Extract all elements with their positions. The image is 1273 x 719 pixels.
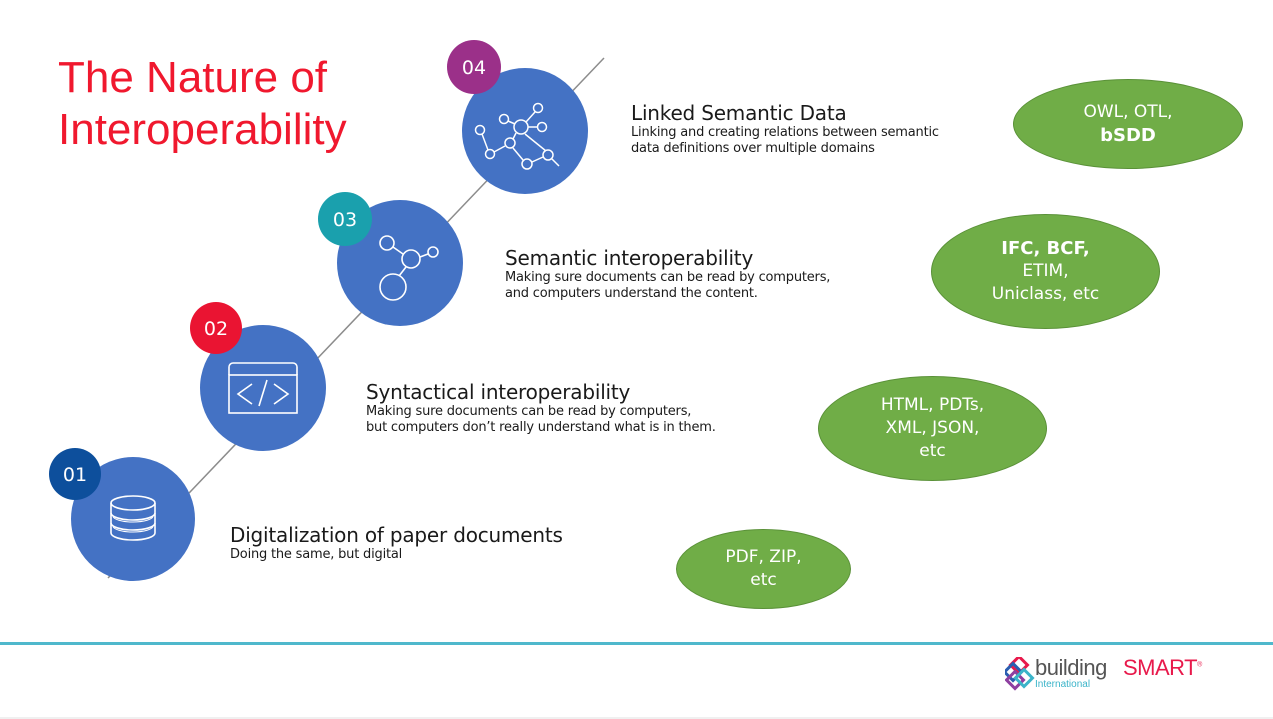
step-03-description-line-1: Making sure documents can be read by com… [505,270,831,285]
step-01-circle [71,457,195,581]
slide-title: The Nature of Interoperability [58,52,347,156]
step-03-badge: 03 [318,192,372,246]
step-04-example-bold-1: bSDD [1100,125,1156,146]
step-02-heading: Syntactical interoperability [366,380,631,404]
database-icon [110,495,156,541]
step-04-badge: 04 [447,40,501,94]
step-01-heading: Digitalization of paper documents [230,523,563,547]
step-02-text: Syntactical interoperability Making sure… [366,380,716,436]
step-02-circle [200,325,326,451]
step-03-examples-ellipse: IFC, BCF, ETIM, Uniclass, etc [931,214,1160,329]
logo-building-text: building [1035,655,1107,680]
step-03-number: 03 [333,209,357,231]
step-04-circle [462,68,588,194]
step-01-example-line-2: etc [750,570,777,590]
step-04-description-line-1: Linking and creating relations between s… [631,125,939,140]
step-03-description-line-2: and computers understand the content. [505,286,758,301]
step-01-example-line-1: PDF, ZIP, [725,547,802,567]
code-window-icon [228,362,298,414]
step-02-description-line-2: but computers don’t really understand wh… [366,420,716,435]
step-02-description-line-1: Making sure documents can be read by com… [366,404,692,419]
step-03-example-line-1: ETIM, [1022,261,1069,281]
step-02-example-line-3: etc [919,441,946,461]
step-04-heading: Linked Semantic Data [631,101,847,125]
footer-divider [0,642,1273,645]
buildingsmart-logo: building SMART® International [1005,655,1225,695]
logo-smart-word: SMART [1123,655,1198,680]
buildingsmart-knot-icon [1005,657,1035,691]
step-04-number: 04 [462,57,486,79]
footer-bottom-edge [0,717,1273,719]
step-01-examples-ellipse: PDF, ZIP, etc [676,529,851,609]
molecule-icon [379,235,439,301]
step-04-example-line-1: OWL, OTL, [1083,102,1173,122]
network-graph-icon [474,102,560,170]
step-02-example-line-1: HTML, PDTs, [880,395,985,415]
logo-international-text: International [1035,679,1091,690]
step-01-description-line-1: Doing the same, but digital [230,547,403,562]
step-04-examples-ellipse: OWL, OTL, bSDD [1013,79,1243,169]
step-04-text: Linked Semantic Data Linking and creatin… [631,101,939,157]
step-02-number: 02 [204,318,228,340]
step-03-heading: Semantic interoperability [505,246,754,270]
slide-title-line-1: The Nature of [58,53,328,102]
step-02-badge: 02 [190,302,242,354]
step-04-description-line-2: data definitions over multiple domains [631,141,875,156]
step-01-text: Digitalization of paper documents Doing … [230,523,563,563]
step-03-example-line-2: Uniclass, etc [991,284,1100,304]
step-03-text: Semantic interoperability Making sure do… [505,246,830,302]
step-02-examples-ellipse: HTML, PDTs, XML, JSON, etc [818,376,1047,481]
logo-registered-mark: ® [1197,661,1202,669]
step-02-example-line-2: XML, JSON, [885,418,980,438]
step-03-example-bold-1: IFC, BCF, [1001,238,1090,259]
logo-smart-text: SMART® [1123,655,1202,681]
slide-title-line-2: Interoperability [58,105,347,154]
step-01-badge: 01 [49,448,101,500]
step-01-number: 01 [63,464,87,486]
